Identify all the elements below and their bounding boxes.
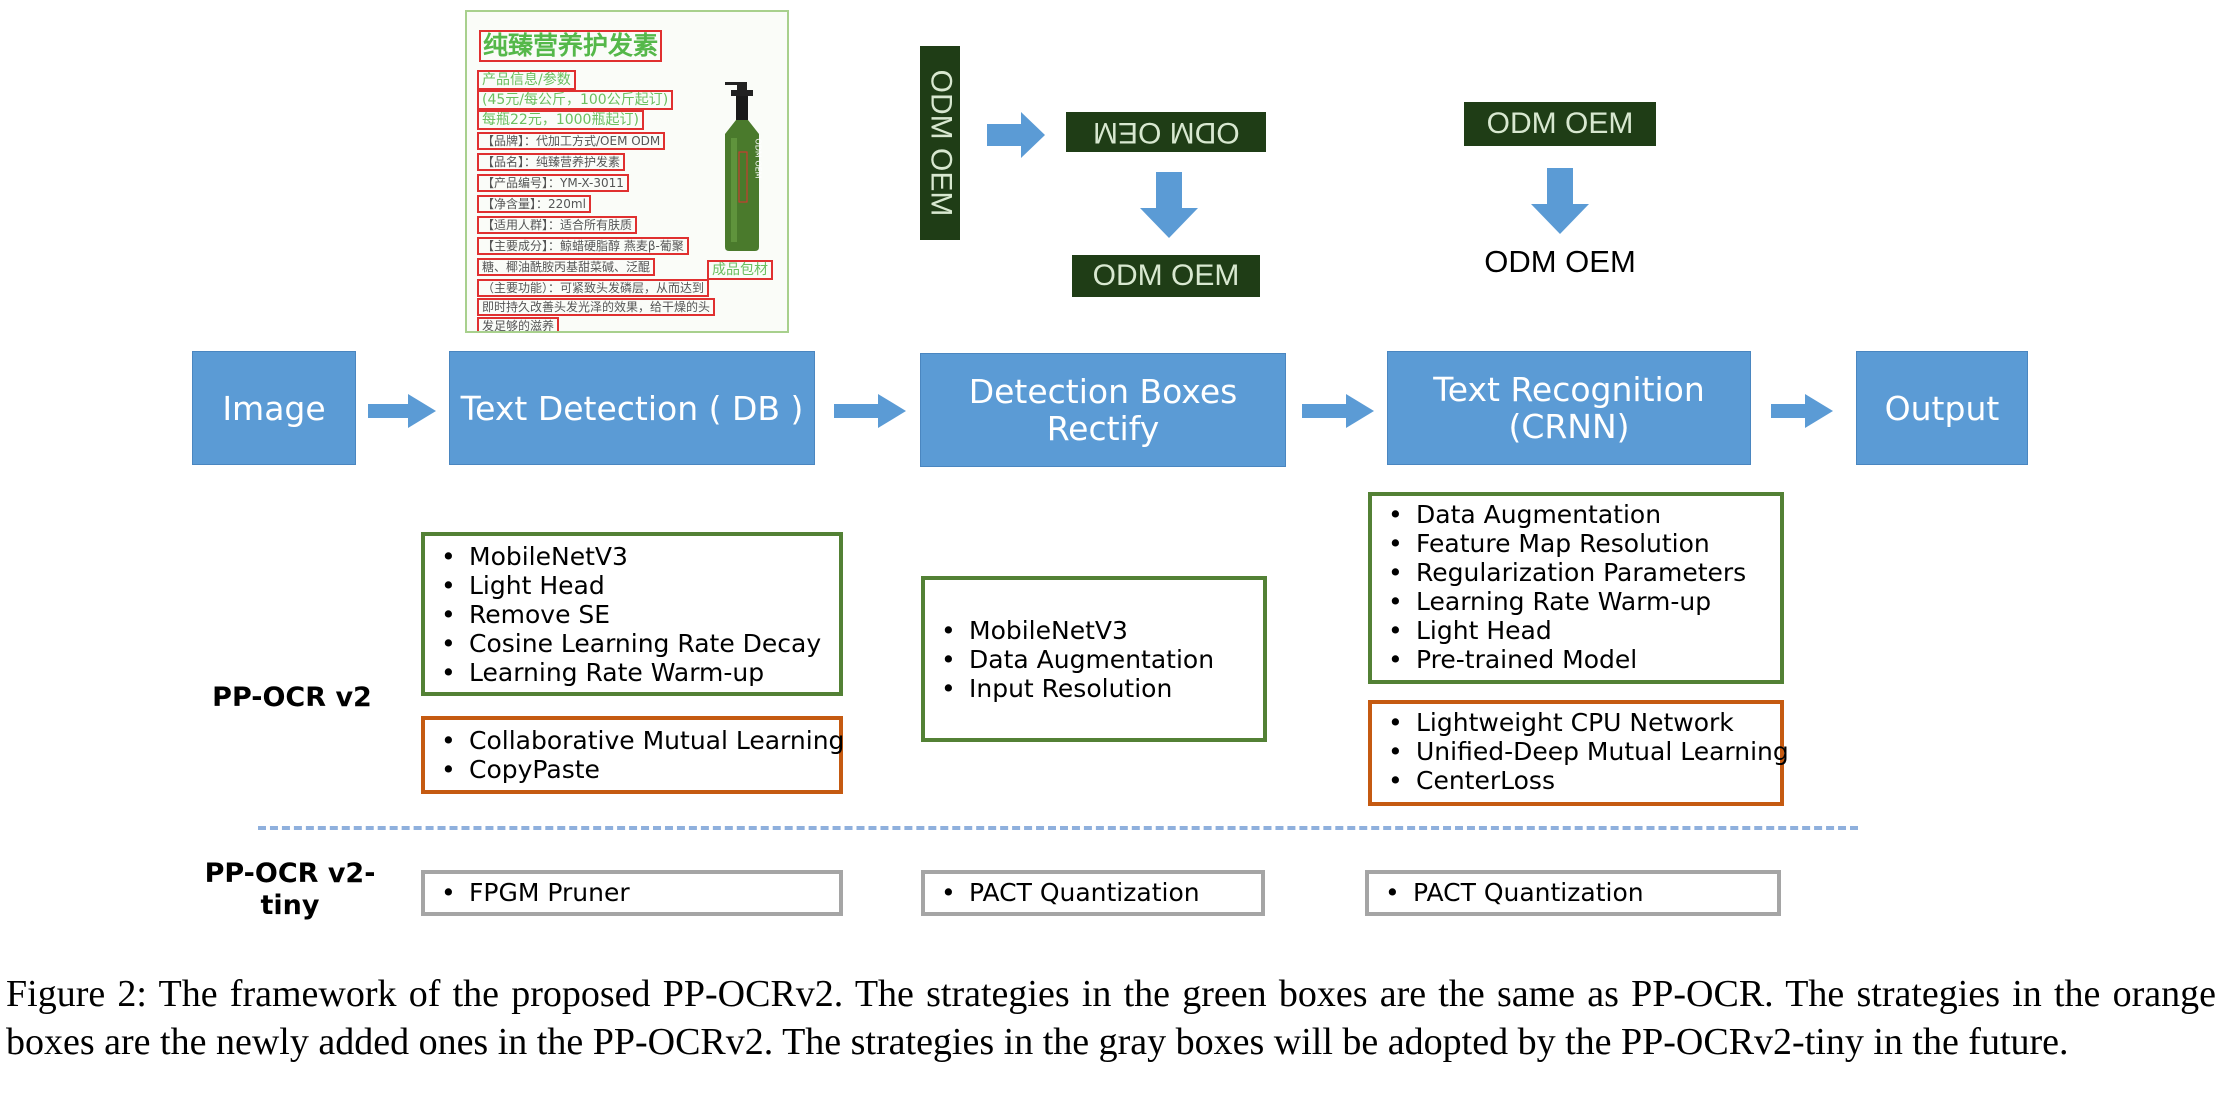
product-line: 产品信息/参数 <box>477 70 576 90</box>
product-sample-image: 纯臻营养护发素 产品信息/参数 (45元/每公斤，100公斤起订) 每瓶22元，… <box>465 10 789 333</box>
bottle-icon <box>725 82 759 251</box>
image-stage-label: Image <box>222 388 326 428</box>
recognition-orange-strategies: Lightweight CPU Network Unified-Deep Mut… <box>1368 700 1789 806</box>
illustration-arrow <box>1140 172 1198 238</box>
bottle-label: ODM OEM <box>753 138 763 179</box>
recognition-green-strategies: Data Augmentation Feature Map Resolution… <box>1368 492 1784 684</box>
strategy-item: Cosine Learning Rate Decay <box>439 629 825 658</box>
product-line: (45元/每公斤，100公斤起订) <box>477 90 674 110</box>
recognized-text: ODM OEM <box>1484 244 1636 279</box>
flow-arrow <box>368 394 436 428</box>
strategy-item: Learning Rate Warm-up <box>439 658 825 687</box>
strategy-item: Learning Rate Warm-up <box>1386 587 1766 616</box>
strategy-item: Input Resolution <box>939 674 1249 703</box>
recognition-label-line1: Text Recognition <box>1433 370 1705 409</box>
detection-orange-strategies: Collaborative Mutual Learning CopyPaste <box>421 716 844 794</box>
output-stage: Output <box>1856 351 2028 465</box>
product-line: （主要功能）：可紧致头发磷层，从而达到 <box>477 279 710 297</box>
strategy-item: CopyPaste <box>439 755 825 784</box>
strategy-item: Feature Map Resolution <box>1386 529 1766 558</box>
output-stage-label: Output <box>1884 388 2000 428</box>
rectified-text-crop: ODM OEM <box>1072 255 1260 297</box>
image-stage: Image <box>192 351 356 465</box>
strategy-item: Unified-Deep Mutual Learning <box>1386 737 1789 766</box>
product-line: 【品名】：纯臻营养护发素 <box>477 153 626 171</box>
strategy-item: Light Head <box>439 571 825 600</box>
flow-arrow <box>1302 394 1374 428</box>
product-extra-label: 成品包材 <box>707 260 773 280</box>
rotated-text-crop: ODM OEM <box>920 46 960 240</box>
strategy-item: PACT Quantization <box>1383 878 1763 907</box>
rectify-label-line2: Rectify <box>1046 409 1160 448</box>
product-line: 【净含量】：220ml <box>477 195 591 213</box>
strategy-item: Remove SE <box>439 600 825 629</box>
strategy-item: MobileNetV3 <box>439 542 825 571</box>
flow-arrow <box>1771 394 1833 428</box>
text-detection-stage: Text Detection ( DB ) <box>449 351 815 465</box>
product-line: 发足够的滋养 <box>477 317 560 331</box>
flipped-text-crop: ODM OEM <box>1066 112 1266 152</box>
figure-caption: Figure 2: The framework of the proposed … <box>6 973 2216 1063</box>
flow-arrow <box>834 394 906 428</box>
strategy-item: Light Head <box>1386 616 1766 645</box>
product-title: 纯臻营养护发素 <box>479 30 663 62</box>
text-detection-label: Text Detection ( DB ) <box>460 388 804 428</box>
strategy-item: CenterLoss <box>1386 766 1766 795</box>
recognition-gray-strategies: PACT Quantization <box>1365 870 1781 916</box>
product-line: 每瓶22元，1000瓶起订) <box>477 110 644 130</box>
rectify-label-line1: Detection Boxes <box>968 372 1238 411</box>
strategy-item: Pre-trained Model <box>1386 645 1766 674</box>
detection-boxes-rectify-stage: Detection Boxes Rectify <box>920 353 1286 467</box>
recognition-label-line2: (CRNN) <box>1508 407 1630 446</box>
product-line: 即时持久改善头发光泽的效果，给干燥的头 <box>477 298 716 316</box>
version-divider <box>258 826 1858 830</box>
strategy-item: Lightweight CPU Network <box>1386 708 1766 737</box>
strategy-item: Data Augmentation <box>1386 500 1766 529</box>
rectify-green-strategies: MobileNetV3 Data Augmentation Input Reso… <box>921 576 1267 742</box>
pp-ocr-v2-tiny-label: PP-OCR v2- tiny <box>204 858 376 921</box>
product-line: 【产品编号】：YM-X-3011 <box>477 174 629 192</box>
pp-ocr-v2-label: PP-OCR v2 <box>212 682 372 713</box>
strategy-item: Data Augmentation <box>939 645 1249 674</box>
strategy-item: Collaborative Mutual Learning <box>439 726 844 755</box>
product-line: 糖、椰油酰胺丙基甜菜碱、泛醌 <box>477 258 656 276</box>
product-line: 【适用人群】：适合所有肤质 <box>477 216 638 234</box>
illustration-arrow <box>987 112 1045 158</box>
product-line: 【品牌】：代加工方式/OEM ODM <box>477 132 666 150</box>
product-line: 【主要成分】：鲸蜡硬脂醇 燕麦β-葡聚 <box>477 237 689 255</box>
detection-green-strategies: MobileNetV3 Light Head Remove SE Cosine … <box>421 532 843 696</box>
strategy-item: Regularization Parameters <box>1386 558 1766 587</box>
illustration-arrow <box>1531 168 1589 234</box>
strategy-item: PACT Quantization <box>939 878 1247 907</box>
recognition-input-crop: ODM OEM <box>1464 102 1656 146</box>
strategy-item: MobileNetV3 <box>939 616 1249 645</box>
rectify-gray-strategies: PACT Quantization <box>921 870 1265 916</box>
strategy-item: FPGM Pruner <box>439 878 825 907</box>
text-recognition-stage: Text Recognition (CRNN) <box>1387 351 1751 465</box>
detection-gray-strategies: FPGM Pruner <box>421 870 843 916</box>
